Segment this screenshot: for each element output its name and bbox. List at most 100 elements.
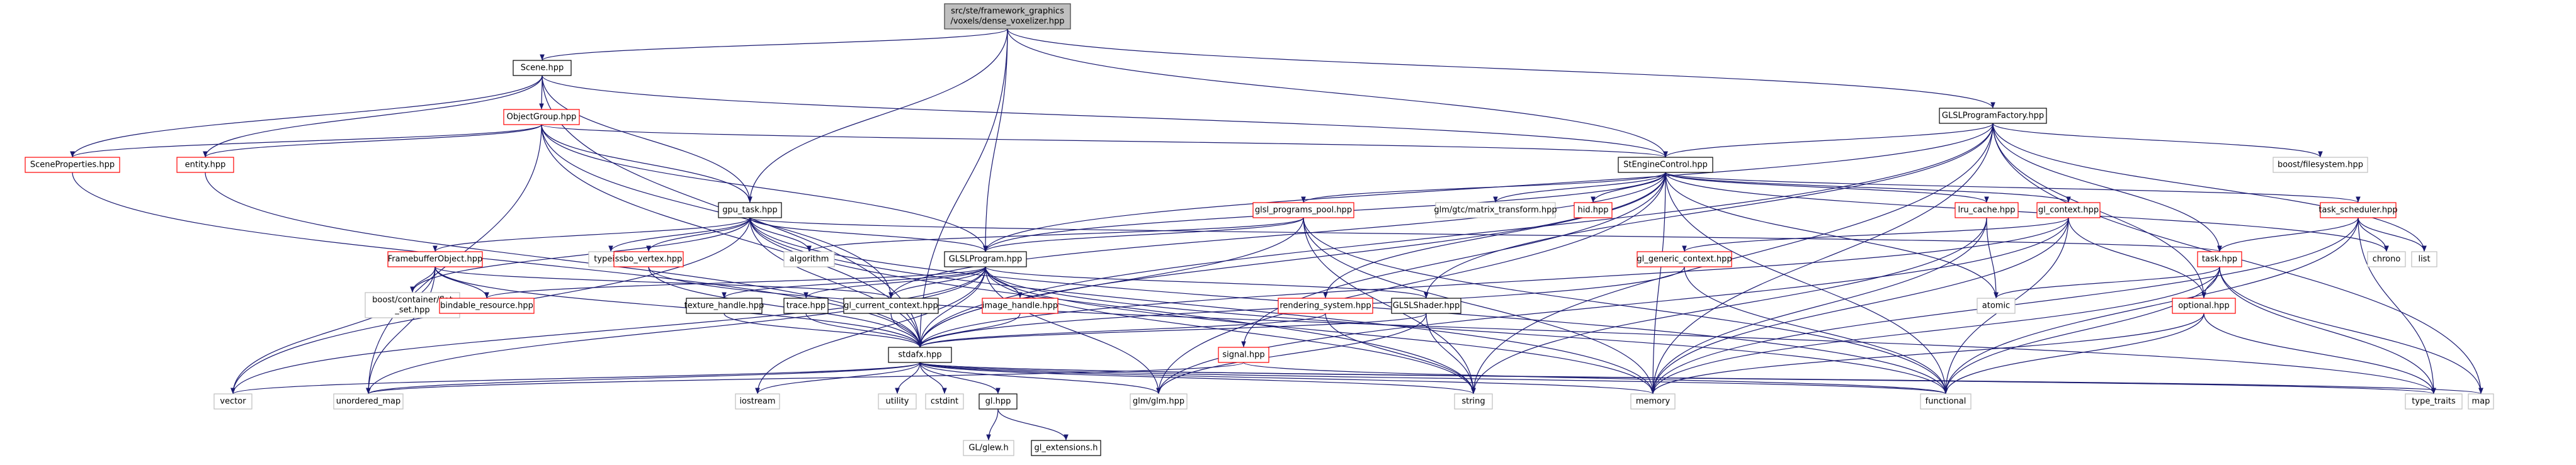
node-box-map: [2468, 393, 2494, 410]
node-label-glew: GL/glew.h: [968, 444, 1008, 453]
edge-texhandle-to-stdafx: [723, 313, 922, 348]
node-label-hid: hid.hpp: [1578, 206, 1609, 215]
node-objgroup[interactable]: ObjectGroup.hpp: [503, 109, 580, 125]
edge-stecontrol-to-rendsys: [1323, 172, 1666, 299]
node-label-root: /voxels/dense_voxelizer.hpp: [950, 17, 1064, 26]
edge-ssbo-to-typetraits: [648, 266, 2436, 395]
node-box-signal: [1218, 347, 1269, 363]
edge-optional-to-functional: [1943, 313, 2204, 395]
node-trace[interactable]: trace.hpp: [783, 298, 829, 314]
node-label-stecontrol: StEngineControl.hpp: [1623, 160, 1708, 170]
node-label-glslprog: GLSLProgram.hpp: [949, 255, 1023, 264]
node-glext[interactable]: gl_extensions.h: [1031, 440, 1101, 456]
edge-scene-to-gputask: [542, 75, 752, 203]
node-glhpp[interactable]: gl.hpp: [979, 393, 1018, 410]
node-bindable[interactable]: bindable_resource.hpp: [439, 298, 535, 314]
node-texhandle[interactable]: texture_handle.hpp: [684, 298, 764, 314]
node-label-objgroup: ObjectGroup.hpp: [507, 113, 577, 122]
edge-glslpf-to-stecontrol: [1663, 123, 1994, 158]
edge-rendsys-to-string: [1325, 313, 1476, 395]
node-scene[interactable]: Scene.hpp: [513, 60, 572, 76]
edge-objgroup-to-stdafx: [541, 124, 922, 348]
node-box-gputask: [718, 202, 782, 218]
node-label-optional: optional.hpp: [2178, 301, 2230, 311]
edge-stecontrol-to-signal: [1241, 172, 1666, 348]
node-box-lrucache: [1955, 202, 2019, 218]
node-root[interactable]: src/ste/framework_graphics/voxels/dense_…: [944, 3, 1071, 30]
node-box-algorithm: [783, 251, 835, 267]
node-glcontext[interactable]: gl_context.hpp: [2036, 202, 2101, 218]
edge-stecontrol-to-glmmat: [1493, 172, 1666, 203]
node-label-glcontext: gl_context.hpp: [2038, 206, 2099, 215]
node-glslpf[interactable]: GLSLProgramFactory.hpp: [1939, 108, 2047, 124]
node-glslprog[interactable]: GLSLProgram.hpp: [944, 251, 1027, 267]
node-glgeneric[interactable]: gl_generic_context.hpp: [1637, 251, 1732, 267]
node-task[interactable]: task.hpp: [2197, 251, 2242, 267]
node-rendsys[interactable]: rendering_system.hpp: [1278, 298, 1373, 314]
node-label-string: string: [1461, 397, 1485, 406]
edge-stecontrol-to-glslpool: [1301, 172, 1666, 203]
edge-signal-to-unordered: [366, 362, 1244, 395]
node-fbo[interactable]: FramebufferObject.hpp: [387, 251, 483, 267]
node-label-lrucache: lru_cache.hpp: [1958, 206, 2015, 215]
node-tasksched[interactable]: task_scheduler.hpp: [2318, 202, 2398, 218]
edge-glslprog-to-glcurrent: [888, 266, 986, 299]
edge-rendsys-to-stdafx: [917, 313, 1326, 348]
node-box-glext: [1031, 440, 1101, 456]
edge-fbo-to-vector: [230, 266, 436, 395]
node-box-trace: [783, 298, 829, 314]
edge-task-to-atomic: [1994, 266, 2220, 299]
node-cstdint: cstdint: [925, 393, 964, 410]
node-hid[interactable]: hid.hpp: [1574, 202, 1613, 218]
node-stecontrol[interactable]: StEngineControl.hpp: [1618, 157, 1713, 173]
node-box-glslprog: [944, 251, 1027, 267]
node-label-atomic: atomic: [1982, 301, 2010, 311]
node-box-string: [1454, 393, 1493, 410]
node-glslpool[interactable]: glsl_programs_pool.hpp: [1252, 202, 1354, 218]
node-optional[interactable]: optional.hpp: [2172, 298, 2236, 314]
node-entity[interactable]: entity.hpp: [176, 157, 234, 173]
node-box-glslpool: [1252, 202, 1354, 218]
node-label-rendsys: rendering_system.hpp: [1279, 301, 1371, 311]
node-box-chrono: [2367, 251, 2406, 267]
node-ssbo[interactable]: ssbo_vertex.hpp: [613, 251, 684, 267]
node-box-vector: [213, 393, 252, 410]
edge-glslpf-to-list: [1992, 123, 2427, 252]
node-signal[interactable]: signal.hpp: [1218, 347, 1269, 363]
edge-gputask-to-glslprog: [749, 217, 988, 252]
node-glslshader[interactable]: GLSLShader.hpp: [1391, 298, 1461, 314]
node-atomic: atomic: [1977, 298, 2016, 314]
node-label-algorithm: algorithm: [790, 255, 829, 264]
node-label-utility: utility: [886, 397, 909, 406]
edge-glslpool-to-memory: [1303, 217, 1655, 395]
edge-stdafx-to-iostream: [755, 362, 921, 395]
edge-glslpf-to-memory: [1650, 123, 1994, 395]
node-box-glmmat: [1435, 202, 1556, 218]
node-label-typetraits: type_traits: [2412, 397, 2456, 406]
edge-stdafx-to-functional: [919, 362, 1948, 395]
node-stdafx[interactable]: stdafx.hpp: [888, 347, 952, 363]
node-box-root: [944, 3, 1071, 30]
edge-root-to-glslpf: [1007, 28, 1995, 109]
node-label-glmmat: glm/gtc/matrix_transform.hpp: [1434, 206, 1557, 215]
edge-glslprog-to-functional: [985, 266, 1948, 395]
node-gputask[interactable]: gpu_task.hpp: [718, 202, 782, 218]
node-lrucache[interactable]: lru_cache.hpp: [1955, 202, 2019, 218]
node-vector: vector: [213, 393, 252, 410]
edge-tasksched-to-typetraits: [2358, 217, 2436, 395]
edge-lrucache-to-string: [1471, 217, 1987, 395]
node-imghandle[interactable]: image_handle.hpp: [982, 298, 1058, 314]
node-box-memory: [1630, 393, 1676, 410]
node-sceneprops[interactable]: SceneProperties.hpp: [25, 157, 120, 173]
node-glcurrent[interactable]: gl_current_context.hpp: [843, 298, 939, 314]
edge-glcontext-to-memory: [1650, 217, 2069, 395]
edge-gputask-to-flatset: [410, 217, 751, 293]
edge-lrucache-to-memory: [1650, 217, 1987, 395]
node-label-ssbo: ssbo_vertex.hpp: [615, 255, 683, 264]
edge-root-to-stdafx: [917, 28, 1008, 348]
node-box-glcontext: [2036, 202, 2101, 218]
edge-gputask-to-algorithm: [749, 217, 812, 252]
node-unordered: unordered_map: [333, 393, 404, 410]
edge-glslpool-to-functional: [1303, 217, 1948, 395]
node-box-glmglm: [1130, 393, 1188, 410]
